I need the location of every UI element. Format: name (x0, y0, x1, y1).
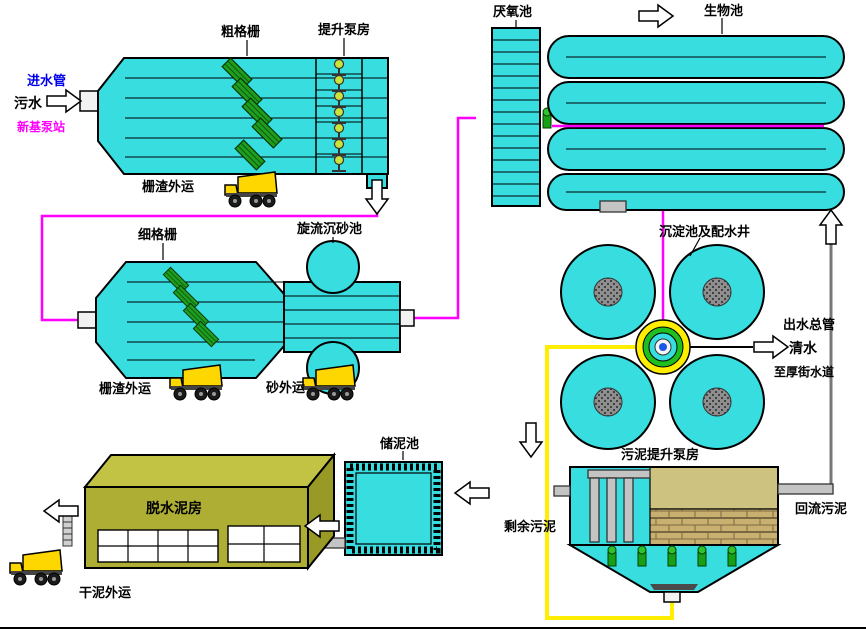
sludge-lift-pump-house-label: 污泥提升泵房 (621, 447, 699, 463)
grit-cyclone-top (306, 240, 360, 294)
fine-screen-tank (95, 261, 285, 379)
storage-tank-inner (355, 472, 432, 545)
building-ladder (62, 515, 73, 547)
storage-tank-hatched-wall (346, 463, 441, 554)
screen-residue-label-b: 栅渣外运 (99, 381, 151, 397)
sludge-storage-label: 储泥池 (379, 436, 419, 452)
building-windows (97, 525, 301, 563)
flow-arrow-return-up-icon (819, 209, 843, 245)
center-hub (702, 277, 732, 307)
return-sludge-pipe (777, 483, 834, 495)
outlet-main-label: 出水总管 (783, 317, 835, 333)
to-houjie-label: 至厚街水道 (774, 364, 834, 379)
sludge-lift-pump-house-section (553, 466, 834, 603)
coarse-screen-tank-section (79, 57, 389, 189)
flow-arrow-inlet-icon (46, 89, 82, 113)
hopper-outlet (663, 591, 681, 603)
center-hub (593, 387, 623, 417)
sludge-flow-line-yellow (545, 345, 674, 620)
hopper (566, 544, 782, 593)
lift-pump-house-label: 提升泵房 (318, 22, 370, 38)
channel-lines (127, 281, 283, 361)
channel-lines (285, 295, 399, 339)
excess-sludge-pipe (553, 485, 571, 497)
screen-residue-label-a: 栅渣外运 (142, 179, 194, 195)
anaerobic-tank-section (491, 27, 552, 207)
sedimentation-section (560, 244, 765, 450)
vortex-grit-chamber-label: 旋流沉砂池 (296, 221, 362, 237)
grit-out-label: 砂外运 (265, 380, 305, 396)
dry-sludge-out-label: 干泥外运 (79, 585, 131, 601)
center-hub (702, 387, 732, 417)
grit-outlet-stub (399, 309, 415, 327)
flow-arrow-right-icon (638, 4, 674, 28)
clear-water-label: 清水 (789, 340, 818, 357)
dewatering-house-label: 脱水泥房 (146, 500, 202, 517)
xinji-pump-station-label: 新基泵站 (17, 119, 65, 134)
flow-arrow-dry-out-icon (43, 499, 79, 523)
channel-lines (493, 39, 539, 197)
grit-chamber-body (283, 281, 401, 353)
building-roof (82, 454, 337, 488)
pump-house-top (649, 466, 779, 510)
anaerobic-tank-label: 厌氧池 (493, 4, 532, 20)
flow-arrow-outlet-icon (753, 335, 789, 359)
sludge-storage-section (307, 461, 443, 556)
biological-tank-section (547, 35, 845, 213)
distribution-well (635, 319, 691, 375)
coarse-screen-label: 粗格栅 (221, 24, 260, 40)
excess-sludge-label: 剩余污泥 (504, 519, 556, 535)
riser-pipes (587, 469, 651, 543)
sewage-flow-line-2 (414, 116, 476, 320)
inlet-pipe-stub (79, 90, 99, 112)
sewage-flow-line-1 (40, 213, 379, 322)
dump-truck-screenings-1 (224, 171, 278, 208)
anaerobic-tank (491, 27, 541, 207)
inlet-pipe-label: 进水管 (27, 73, 66, 89)
pump-house-brick-wall (649, 508, 779, 546)
dewatering-building-section (62, 452, 337, 571)
flow-arrow-sludge-down-icon (519, 422, 543, 458)
bio-bottom-pipe (599, 200, 627, 213)
channel-divider-lines (566, 56, 826, 193)
center-hub (593, 277, 623, 307)
label-leader-lines (162, 18, 723, 460)
lift-pump-house-strip (315, 58, 363, 174)
flow-arrow-excess-sludge-icon (454, 481, 490, 505)
hopper-grit-band (650, 584, 698, 590)
dump-truck-dry-sludge (9, 549, 63, 586)
fine-inlet-stub (77, 311, 97, 329)
return-sludge-label: 回流污泥 (795, 501, 847, 517)
sewage-label: 污水 (14, 95, 43, 112)
sedimentation-well-label: 沉淀池及配水井 (659, 224, 750, 240)
biological-tank-label: 生物池 (704, 3, 743, 19)
fine-screen-label: 细格栅 (138, 227, 177, 243)
fine-screen-tank-section (77, 261, 285, 379)
